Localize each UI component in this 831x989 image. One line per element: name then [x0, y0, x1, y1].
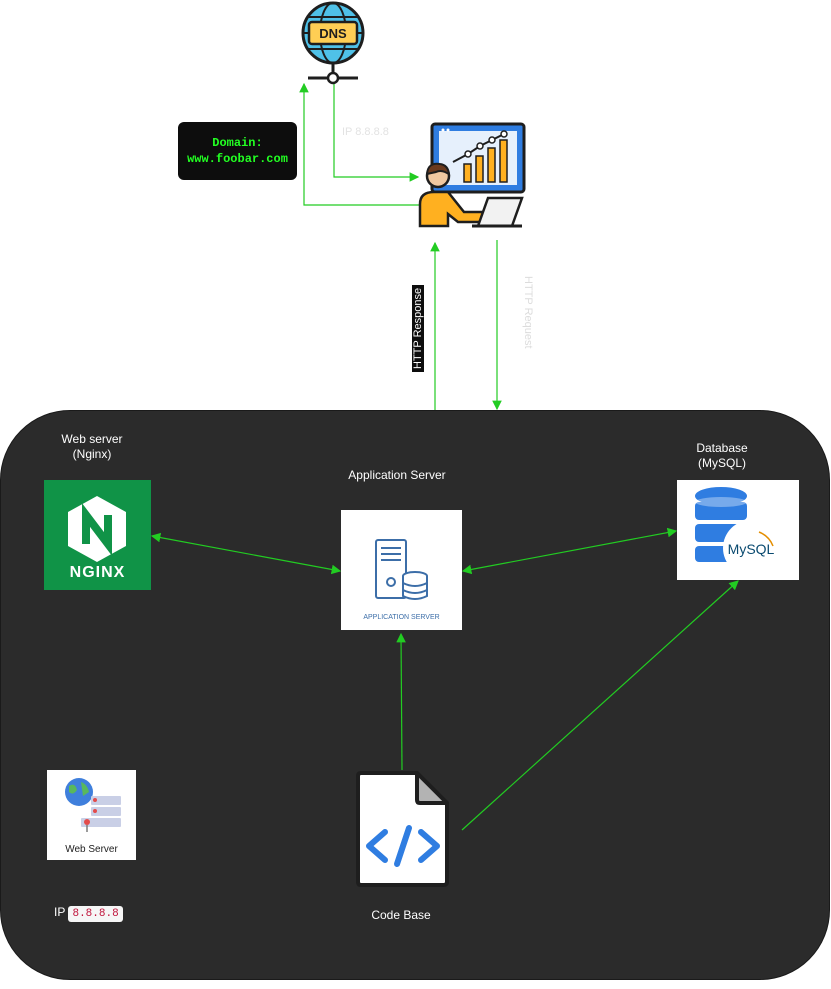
http-request-label: HTTP Request — [522, 276, 534, 349]
http-response-label: HTTP Response — [412, 284, 424, 372]
domain-value: www.foobar.com — [187, 152, 288, 166]
server-ip-value: 8.8.8.8 — [68, 906, 123, 922]
app-server-caption: APPLICATION SERVER — [363, 614, 440, 621]
database-title: Database (MySQL) — [680, 441, 764, 471]
ip-edge-label: IP 8.8.8.8 — [342, 126, 389, 138]
nginx-logo: NGINX — [44, 480, 151, 590]
nginx-hexagon-icon — [68, 496, 126, 562]
nginx-subtitle: (Nginx) — [72, 447, 112, 461]
code-app-edge — [396, 632, 406, 771]
domain-box: Domain: www.foobar.com — [178, 122, 297, 180]
database-subtitle: (MySQL) — [698, 456, 746, 470]
dns-query-edge — [299, 82, 420, 206]
nginx-title: Web server (Nginx) — [40, 432, 144, 462]
domain-title: Domain: — [212, 136, 263, 150]
web-server-card: Web Server — [47, 770, 136, 860]
app-server-title: Application Server — [348, 468, 446, 482]
app-server-card: APPLICATION SERVER — [341, 510, 462, 630]
code-base-title: Code Base — [371, 908, 431, 922]
dns-ip-edge — [333, 84, 420, 182]
server-ip: IP 8.8.8.8 — [54, 905, 123, 922]
mysql-logo-text: MySQL — [728, 541, 775, 557]
mysql-database-icon: MySQL — [695, 487, 779, 576]
web-server-caption: Web Server — [65, 844, 118, 855]
code-db-edge — [461, 580, 739, 831]
dns-icon-label: DNS — [319, 26, 347, 41]
code-file-icon — [356, 771, 449, 887]
nginx-title-line: Web server — [61, 432, 123, 446]
nginx-logo-text: NGINX — [69, 564, 126, 581]
database-title-line: Database — [696, 441, 748, 455]
app-db-edge — [461, 527, 678, 575]
dns-globe-icon: DNS — [301, 1, 365, 85]
server-ip-prefix: IP — [54, 905, 66, 919]
web-server-globe-icon — [65, 778, 121, 832]
user-dashboard-icon — [418, 122, 526, 228]
database-card: MySQL — [677, 480, 799, 580]
app-server-icon — [375, 539, 428, 600]
nginx-app-edge — [150, 532, 342, 575]
